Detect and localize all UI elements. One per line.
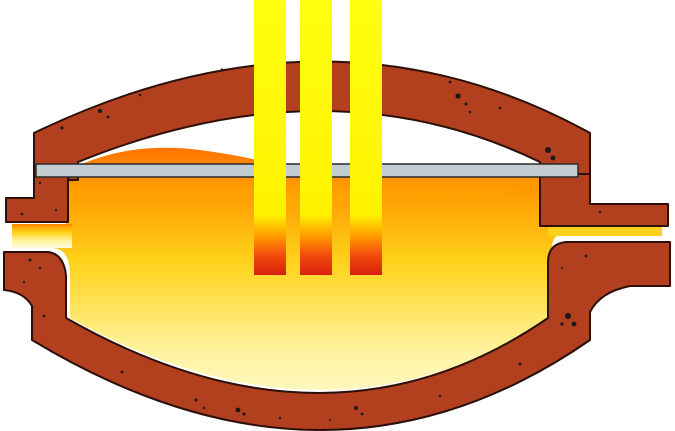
side-tap-left [12,224,72,248]
electrodes [254,0,382,275]
electrode-3 [350,0,382,275]
upper-left-flange [5,173,69,223]
furnace-shell [3,241,671,431]
side-tap-right [548,226,662,236]
electrode-2 [300,0,332,275]
refractory-speckles [20,68,602,422]
electrode-1 [254,0,286,275]
upper-right-flange [539,173,669,227]
